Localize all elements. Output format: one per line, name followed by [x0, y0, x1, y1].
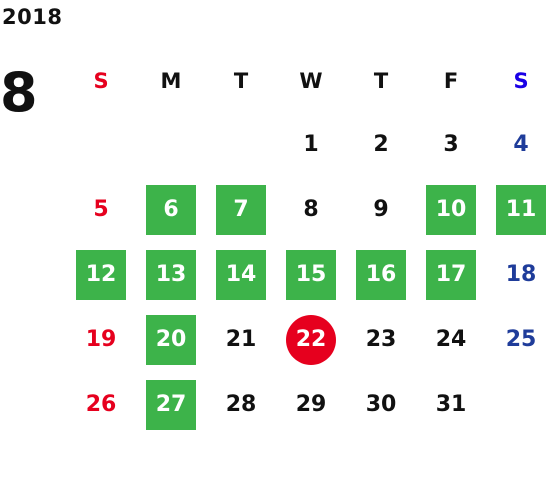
weekday-header-fri: F: [443, 69, 459, 93]
calendar-day-15[interactable]: 15: [276, 242, 346, 307]
calendar-day-30[interactable]: 30: [346, 372, 416, 437]
day-number: 20: [146, 314, 196, 365]
calendar-day-17[interactable]: 17: [416, 242, 486, 307]
calendar-day-19[interactable]: 19: [66, 307, 136, 372]
calendar-day-9[interactable]: 9: [346, 177, 416, 242]
weekday-header-tue: T: [233, 69, 249, 93]
calendar-day-16[interactable]: 16: [346, 242, 416, 307]
day-number: 1: [303, 132, 319, 157]
day-number: 25: [505, 327, 537, 352]
day-number: 26: [85, 392, 117, 417]
weekday-header-mon: M: [160, 69, 182, 93]
day-number: 5: [93, 197, 109, 222]
day-number: 22: [286, 314, 336, 365]
month-label: 8: [0, 61, 38, 124]
day-number: 30: [365, 392, 397, 417]
day-number: 11: [496, 184, 546, 235]
day-number: 23: [365, 327, 397, 352]
day-number: 7: [216, 184, 266, 235]
day-number: 12: [76, 249, 126, 300]
calendar-day-31[interactable]: 31: [416, 372, 486, 437]
day-number: 8: [303, 197, 319, 222]
day-number: 27: [146, 379, 196, 430]
calendar-day-20[interactable]: 20: [136, 307, 206, 372]
weekday-header-sun: S: [93, 69, 109, 93]
calendar-day-1[interactable]: 1: [276, 112, 346, 177]
calendar-day-3[interactable]: 3: [416, 112, 486, 177]
calendar-day-29[interactable]: 29: [276, 372, 346, 437]
calendar-day-4[interactable]: 4: [486, 112, 548, 177]
day-number: 31: [435, 392, 467, 417]
weekday-header-wed: W: [299, 69, 323, 93]
day-number: 17: [426, 249, 476, 300]
calendar-day-24[interactable]: 24: [416, 307, 486, 372]
day-number: 4: [513, 132, 529, 157]
day-number: 18: [505, 262, 537, 287]
day-number: 13: [146, 249, 196, 300]
calendar-day-12[interactable]: 12: [66, 242, 136, 307]
calendar-day-6[interactable]: 6: [136, 177, 206, 242]
calendar-day-27[interactable]: 27: [136, 372, 206, 437]
day-number: 2: [373, 132, 389, 157]
calendar-day-28[interactable]: 28: [206, 372, 276, 437]
calendar-empty-cell: [136, 112, 206, 177]
day-number: 19: [85, 327, 117, 352]
calendar-day-today[interactable]: 22: [276, 307, 346, 372]
calendar-day-13[interactable]: 13: [136, 242, 206, 307]
day-number: 21: [225, 327, 257, 352]
calendar-empty-cell: [206, 112, 276, 177]
calendar-day-23[interactable]: 23: [346, 307, 416, 372]
day-number: 24: [435, 327, 467, 352]
calendar-day-5[interactable]: 5: [66, 177, 136, 242]
day-number: 10: [426, 184, 476, 235]
calendar-day-21[interactable]: 21: [206, 307, 276, 372]
calendar-day-7[interactable]: 7: [206, 177, 276, 242]
calendar-day-26[interactable]: 26: [66, 372, 136, 437]
calendar-empty-cell: [66, 112, 136, 177]
calendar-day-11[interactable]: 11: [486, 177, 548, 242]
calendar-day-2[interactable]: 2: [346, 112, 416, 177]
weekday-header-thu: T: [373, 69, 389, 93]
calendar-day-10[interactable]: 10: [416, 177, 486, 242]
day-number: 14: [216, 249, 266, 300]
day-number: 29: [295, 392, 327, 417]
year-label: 2018: [2, 5, 63, 29]
calendar-day-18[interactable]: 18: [486, 242, 548, 307]
day-number: 9: [373, 197, 389, 222]
day-number: 16: [356, 249, 406, 300]
weekday-header-sat: S: [513, 69, 529, 93]
day-number: 28: [225, 392, 257, 417]
calendar-day-25[interactable]: 25: [486, 307, 548, 372]
day-number: 6: [146, 184, 196, 235]
calendar-day-14[interactable]: 14: [206, 242, 276, 307]
day-number: 15: [286, 249, 336, 300]
day-number: 3: [443, 132, 459, 157]
calendar-day-8[interactable]: 8: [276, 177, 346, 242]
